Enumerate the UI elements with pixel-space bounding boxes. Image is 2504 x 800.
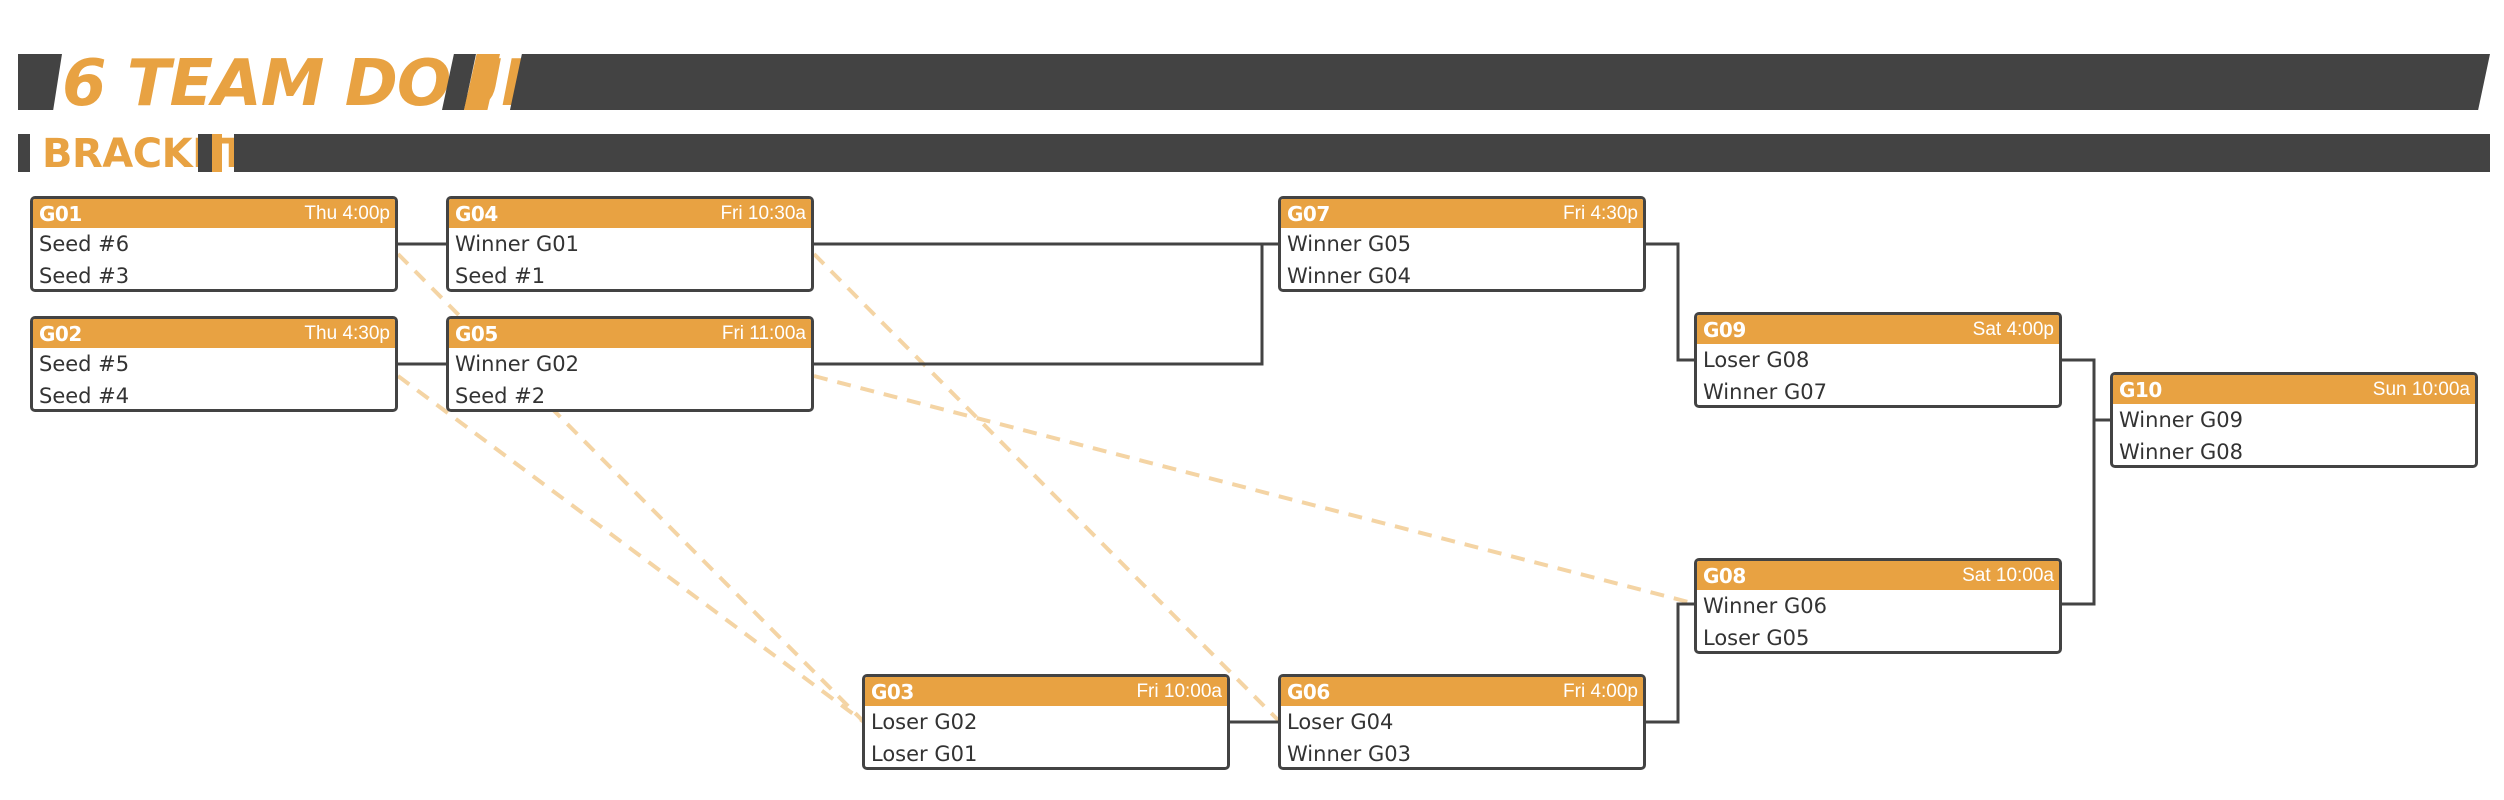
team-slot-1: Loser G02 — [871, 710, 978, 734]
game-header: G02 Thu 4:30p — [33, 319, 395, 348]
game-time: Thu 4:00p — [304, 203, 390, 224]
game-header: G06 Fri 4:00p — [1281, 677, 1643, 706]
path-g05-g07 — [814, 242, 1280, 366]
game-g08[interactable]: G08 Sat 10:00a Winner G06 Loser G05 — [1694, 558, 2062, 654]
game-header: G10 Sun 10:00a — [2113, 375, 2475, 404]
subtitle-left-bar — [18, 134, 30, 172]
game-g02[interactable]: G02 Thu 4:30p Seed #5 Seed #4 — [30, 316, 398, 412]
game-id: G01 — [39, 202, 82, 226]
game-time: Sun 10:00a — [2372, 379, 2470, 400]
game-id: G08 — [1703, 564, 1746, 588]
team-slot-2: Loser G05 — [1703, 626, 1810, 650]
game-header: G04 Fri 10:30a — [449, 199, 811, 228]
game-g07[interactable]: G07 Fri 4:30p Winner G05 Winner G04 — [1278, 196, 1646, 292]
path-g09-g10 — [2062, 358, 2112, 422]
team-slot-2: Seed #1 — [455, 264, 546, 288]
game-id: G04 — [455, 202, 498, 226]
team-slot-2: Loser G01 — [871, 742, 978, 766]
game-id: G09 — [1703, 318, 1746, 342]
team-slot-2: Winner G08 — [2119, 440, 2243, 464]
team-slot-1: Winner G09 — [2119, 408, 2243, 432]
subtitle-stripe-dark — [198, 134, 214, 172]
game-time: Sat 4:00p — [1972, 319, 2054, 340]
game-g10[interactable]: G10 Sun 10:00a Winner G09 Winner G08 — [2110, 372, 2478, 468]
title-long-bar — [510, 54, 2490, 110]
team-slot-1: Loser G08 — [1703, 348, 1810, 372]
game-header: G08 Sat 10:00a — [1697, 561, 2059, 590]
team-slot-1: Loser G04 — [1287, 710, 1394, 734]
game-id: G03 — [871, 680, 914, 704]
game-time: Fri 11:00a — [721, 323, 806, 344]
team-slot-1: Seed #5 — [39, 352, 130, 376]
game-g06[interactable]: G06 Fri 4:00p Loser G04 Winner G03 — [1278, 674, 1646, 770]
team-slot-2: Seed #4 — [39, 384, 130, 408]
game-header: G05 Fri 11:00a — [449, 319, 811, 348]
subtitle-long-bar — [234, 134, 2490, 172]
team-slot-1: Winner G02 — [455, 352, 579, 376]
game-g09[interactable]: G09 Sat 4:00p Loser G08 Winner G07 — [1694, 312, 2062, 408]
loser-paths — [396, 252, 1697, 724]
game-header: G01 Thu 4:00p — [33, 199, 395, 228]
subtitle-stripe-accent — [212, 134, 222, 172]
winner-paths — [398, 242, 2112, 724]
game-id: G05 — [455, 322, 498, 346]
game-g05[interactable]: G05 Fri 11:00a Winner G02 Seed #2 — [446, 316, 814, 412]
loser-path-g02-g03 — [396, 374, 866, 724]
game-id: G02 — [39, 322, 82, 346]
loser-path-g04-g06 — [812, 252, 1282, 724]
team-slot-2: Seed #2 — [455, 384, 546, 408]
game-header: G03 Fri 10:00a — [865, 677, 1227, 706]
team-slot-2: Winner G04 — [1287, 264, 1411, 288]
title-left-bar — [18, 54, 62, 110]
team-slot-2: Winner G03 — [1287, 742, 1411, 766]
game-time: Fri 4:00p — [1563, 681, 1638, 702]
team-slot-1: Winner G06 — [1703, 594, 1827, 618]
game-g01[interactable]: G01 Thu 4:00p Seed #6 Seed #3 — [30, 196, 398, 292]
game-time: Fri 4:30p — [1563, 203, 1638, 224]
game-g03[interactable]: G03 Fri 10:00a Loser G02 Loser G01 — [862, 674, 1230, 770]
team-slot-1: Seed #6 — [39, 232, 130, 256]
game-header: G07 Fri 4:30p — [1281, 199, 1643, 228]
game-id: G07 — [1287, 202, 1330, 226]
path-g08-g10 — [2062, 420, 2096, 606]
path-g06-g08 — [1646, 602, 1696, 724]
loser-path-g05-g08 — [813, 374, 1697, 606]
game-time: Fri 10:00a — [1136, 681, 1222, 702]
team-slot-2: Winner G07 — [1703, 380, 1827, 404]
game-id: G10 — [2119, 378, 2162, 402]
game-header: G09 Sat 4:00p — [1697, 315, 2059, 344]
game-time: Fri 10:30a — [720, 203, 806, 224]
team-slot-1: Winner G05 — [1287, 232, 1411, 256]
game-g04[interactable]: G04 Fri 10:30a Winner G01 Seed #1 — [446, 196, 814, 292]
team-slot-2: Seed #3 — [39, 264, 130, 288]
game-time: Thu 4:30p — [304, 323, 390, 344]
game-id: G06 — [1287, 680, 1330, 704]
game-time: Sat 10:00a — [1962, 565, 2054, 586]
path-g07-g09 — [1646, 242, 1696, 362]
team-slot-1: Winner G01 — [455, 232, 579, 256]
